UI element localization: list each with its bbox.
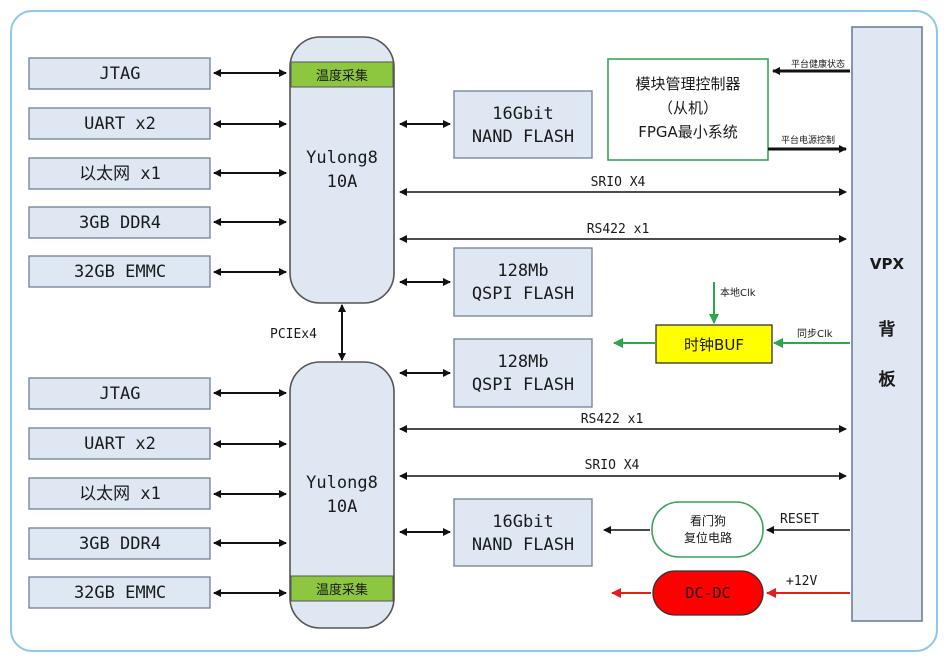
lower-nand-line2: NAND FLASH (472, 535, 574, 555)
upper-peripheral-uart-label: UART x2 (84, 114, 156, 134)
lower-peripheral-emmc-label: 32GB EMMC (74, 583, 166, 603)
pcie-label: PCIEx4 (270, 327, 317, 342)
upper-rs422-label: RS422 x1 (587, 222, 650, 237)
backplane-line3: 板 (879, 369, 897, 390)
fpga-health-label: 平台健康状态 (791, 58, 845, 70)
upper-peripheral-ddr4-label: 3GB DDR4 (79, 213, 161, 233)
upper-nand-flash: 16Gbit NAND FLASH (453, 90, 593, 159)
upper-peripheral-emmc-label: 32GB EMMC (74, 262, 166, 282)
upper-qspi-line1: 128Mb (497, 261, 548, 281)
cpu-upper-name-line1: Yulong8 (306, 148, 378, 168)
upper-peripheral-ethernet: 以太网 x1 (28, 157, 211, 190)
clock-label: 时钟BUF (684, 336, 744, 354)
fpga-line1: 模块管理控制器 (635, 75, 740, 93)
lower-nand-flash: 16Gbit NAND FLASH (453, 498, 593, 567)
upper-peripheral-uart: UART x2 (28, 107, 211, 140)
fpga-line2: （从机） (658, 99, 718, 117)
reset-label: RESET (780, 512, 819, 527)
watchdog-line1: 看门狗 (690, 513, 726, 528)
watchdog-reset: 看门狗 复位电路 (651, 501, 764, 558)
upper-qspi-flash: 128Mb QSPI FLASH (453, 247, 593, 317)
upper-peripheral-ethernet-label: 以太网 x1 (79, 164, 161, 184)
lower-peripheral-ddr4-label: 3GB DDR4 (79, 534, 161, 554)
cpu-lower-name-line1: Yulong8 (306, 473, 378, 493)
lower-peripheral-ethernet: 以太网 x1 (28, 477, 211, 510)
sync-clk-label: 同步Clk (797, 328, 833, 340)
backplane-line2: 背 (879, 319, 896, 340)
lower-peripheral-arrows (213, 389, 287, 597)
backplane-line1: VPX (870, 255, 905, 273)
lower-qspi-line2: QSPI FLASH (472, 375, 574, 395)
upper-nand-line1: 16Gbit (492, 104, 553, 124)
cpu-upper-name-line2: 10A (327, 172, 358, 192)
cpu-upper: 温度采集 Yulong8 10A (289, 36, 395, 304)
upper-peripheral-ddr4: 3GB DDR4 (28, 206, 211, 239)
fpga-power-label: 平台电源控制 (781, 134, 835, 146)
lower-srio-label: SRIO X4 (585, 458, 640, 473)
lower-nand-line1: 16Gbit (492, 512, 553, 532)
local-clk-label: 本地Clk (720, 286, 756, 299)
fpga-line3: FPGA最小系统 (638, 123, 738, 141)
fpga-module-manager: 模块管理控制器 （从机） FPGA最小系统 (607, 58, 769, 161)
lower-peripheral-ddr4: 3GB DDR4 (28, 527, 211, 560)
lower-peripheral-ethernet-label: 以太网 x1 (79, 484, 161, 504)
upper-nand-line2: NAND FLASH (472, 127, 574, 147)
watchdog-line2: 复位电路 (684, 530, 732, 545)
upper-srio-label: SRIO X4 (591, 175, 646, 190)
cpu-upper-temp-label: 温度采集 (316, 68, 368, 84)
vpx-backplane: VPX 背 板 (851, 26, 923, 622)
power-input-label: +12V (786, 574, 817, 589)
lower-qspi-line1: 128Mb (497, 352, 548, 372)
upper-peripheral-jtag-label: JTAG (100, 64, 141, 84)
lower-qspi-flash: 128Mb QSPI FLASH (453, 338, 593, 408)
upper-peripheral-emmc: 32GB EMMC (28, 255, 211, 288)
upper-peripheral-jtag: JTAG (28, 57, 211, 90)
lower-peripheral-uart-label: UART x2 (84, 434, 156, 454)
upper-peripheral-arrows (213, 69, 287, 276)
lower-peripherals: JTAG UART x2 以太网 x1 3GB DDR4 32GB EMMC (28, 377, 211, 609)
dcdc-label: DC-DC (685, 584, 730, 602)
upper-peripherals: JTAG UART x2 以太网 x1 3GB DDR4 32GB EMMC (28, 57, 211, 288)
lower-peripheral-jtag: JTAG (28, 377, 211, 410)
cpu-lower-temp-label: 温度采集 (316, 582, 368, 598)
dcdc-converter: DC-DC (652, 570, 764, 616)
lower-rs422-label: RS422 x1 (581, 412, 644, 427)
lower-peripheral-emmc: 32GB EMMC (28, 576, 211, 609)
upper-qspi-line2: QSPI FLASH (472, 284, 574, 304)
clock-buffer: 时钟BUF (655, 324, 773, 364)
cpu-lower-name-line2: 10A (327, 497, 358, 517)
lower-peripheral-uart: UART x2 (28, 427, 211, 460)
cpu-lower: 温度采集 Yulong8 10A (289, 361, 395, 629)
lower-peripheral-jtag-label: JTAG (100, 384, 141, 404)
